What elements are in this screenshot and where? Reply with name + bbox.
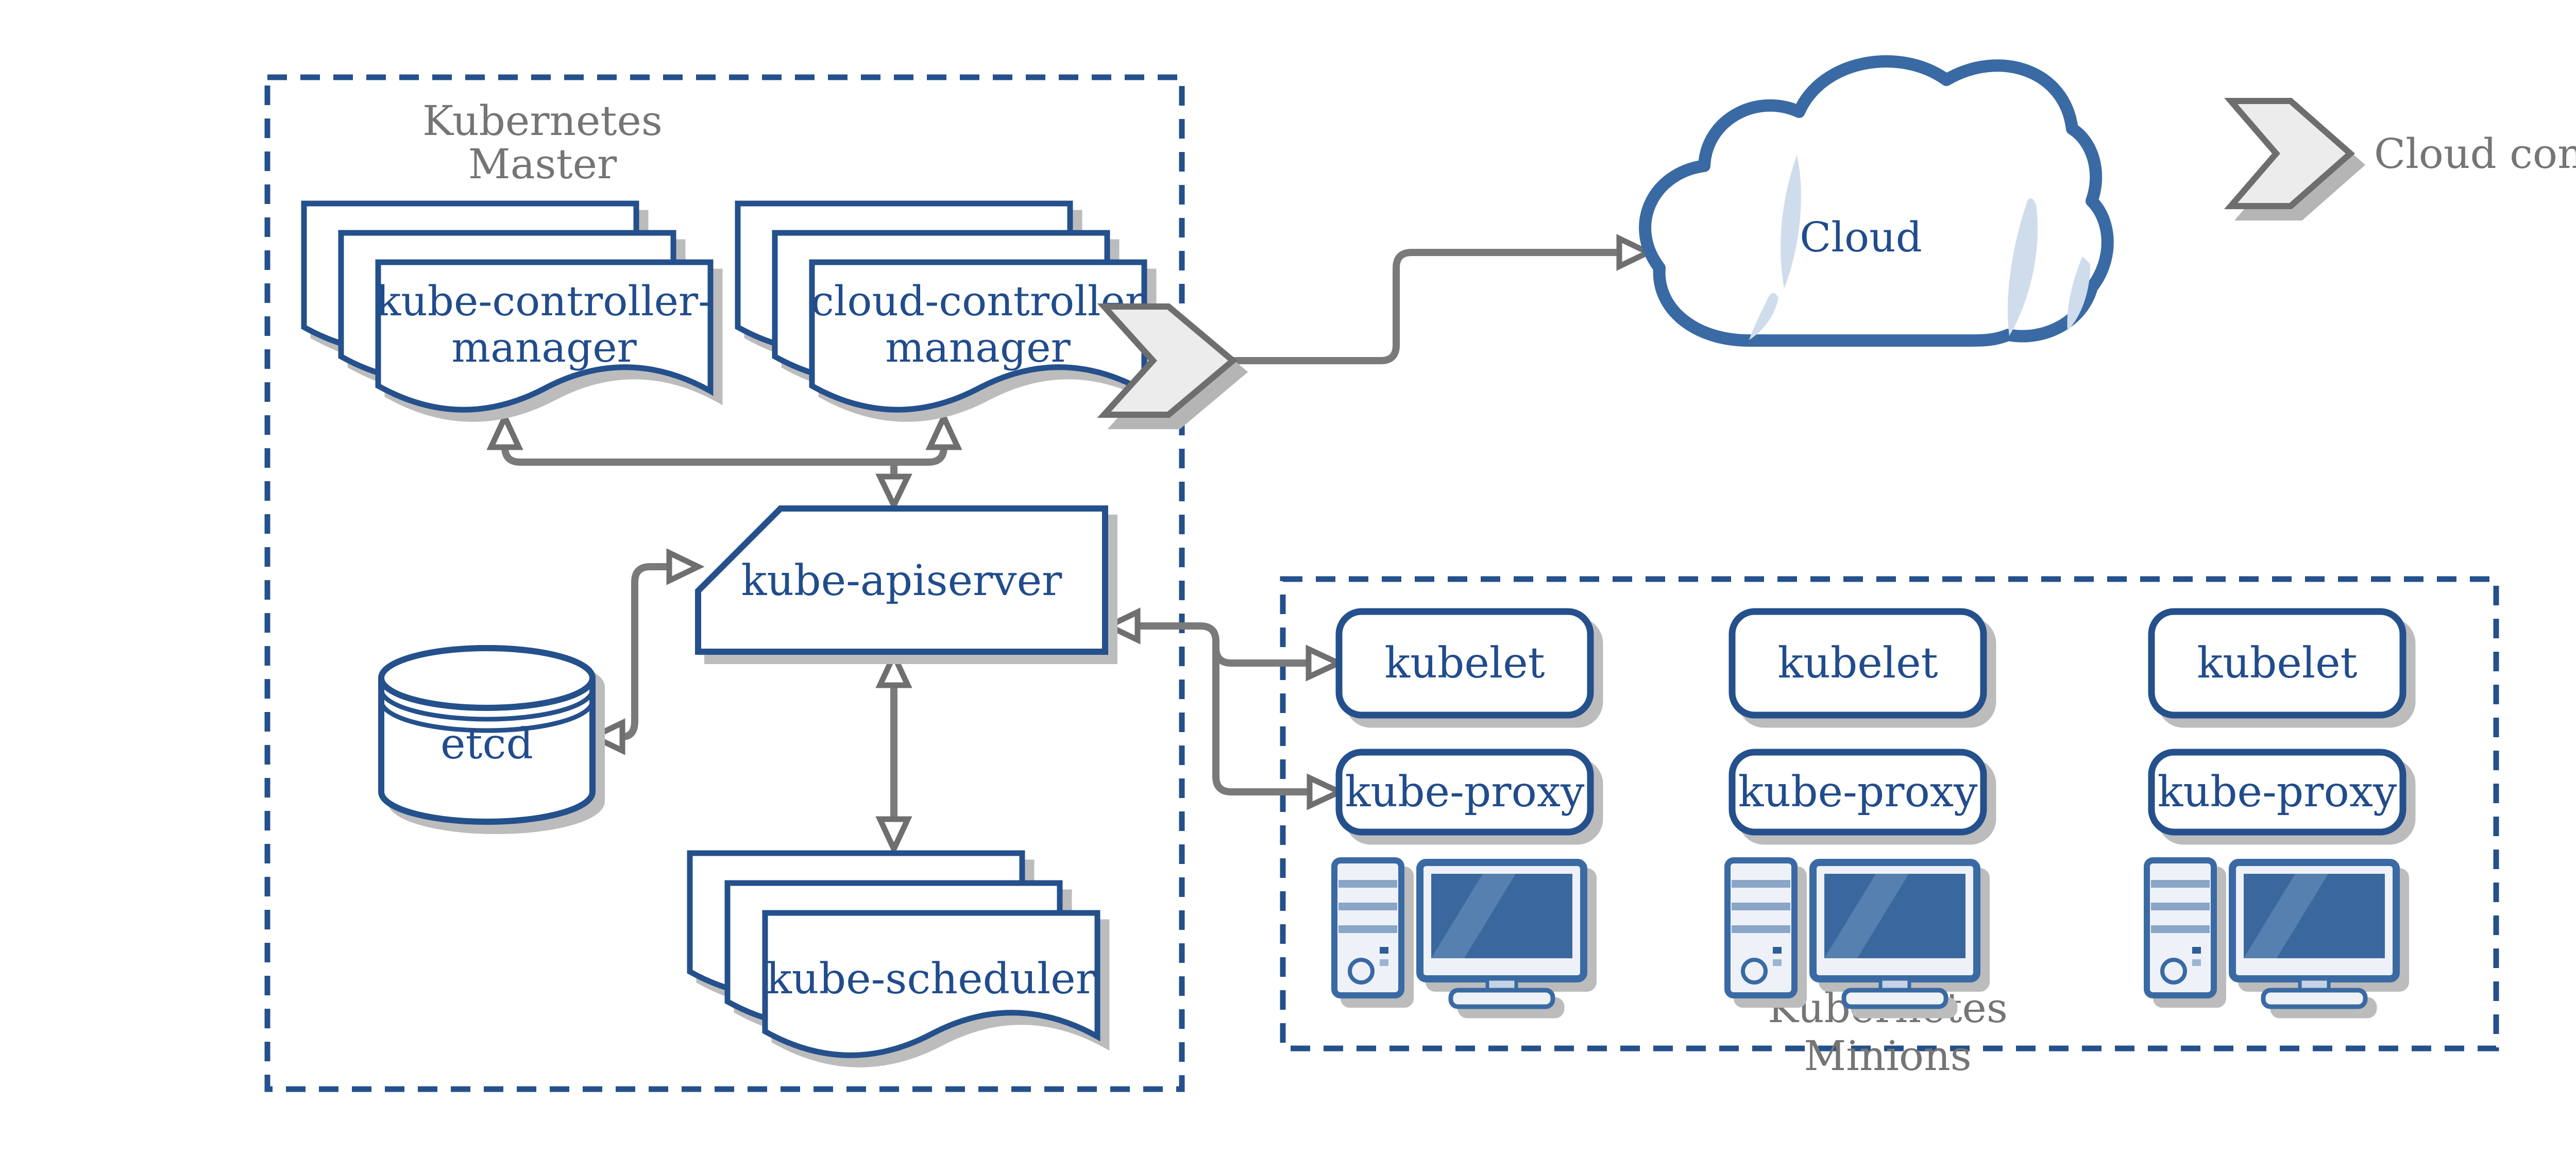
- kube-proxy-box: [1728, 749, 1987, 836]
- card-icon: [695, 505, 1108, 655]
- master-title-line2: Master: [468, 140, 617, 188]
- cloud-sliver2-icon: [1749, 293, 1778, 340]
- arrowhead-down-apiserver: [875, 473, 912, 512]
- kubelet-box: [1335, 608, 1594, 719]
- etcd-label: etcd: [440, 720, 533, 769]
- connector-lines: [501, 249, 1619, 819]
- kube-apiserver-label: kube-apiserver: [741, 556, 1062, 605]
- arrowhead-up-ccm: [925, 410, 962, 450]
- kube-controller-manager-label-line1: kube-controller-: [376, 277, 712, 325]
- arrowhead-up-kcm: [486, 410, 523, 450]
- cloud-label: Cloud: [1800, 213, 1922, 261]
- cloud-connector-line: [1233, 249, 1619, 364]
- kubelet-box: [2148, 608, 2406, 719]
- arrowhead-right-kubelet: [1306, 645, 1346, 682]
- cylinder-rim2-icon: [379, 700, 595, 733]
- kubernetes-minions-boundary: [1280, 576, 2499, 1052]
- apiserver-etcd-line: [622, 563, 668, 740]
- cloud-controller-manager-label-line2: manager: [885, 324, 1071, 371]
- minions-title-line2: Minions: [1804, 1032, 1971, 1080]
- computer-icon: [1724, 857, 1980, 1009]
- kubelet-box: [1728, 608, 1987, 719]
- arrowhead-left-etcd: [587, 718, 625, 755]
- kube-proxy-label: kube-proxy: [2158, 768, 2398, 817]
- cylinder-rim1-icon: [379, 689, 595, 722]
- computer-icon: [2144, 857, 2400, 1009]
- kube-proxy-box: [1335, 749, 1594, 836]
- arrowhead-up-apiserver-bottom: [875, 648, 912, 688]
- apiserver-kubelet-line: [1212, 647, 1309, 667]
- kube-apiserver-node: kube-apiserver: [695, 505, 1108, 655]
- kube-scheduler-label: kube-scheduler: [766, 955, 1096, 1004]
- apiserver-kubeproxy-line: [1138, 622, 1310, 795]
- minion-node-3: kubelet kube-proxy: [2144, 608, 2406, 1009]
- legend-label: Cloud connector: [2374, 130, 2576, 178]
- master-title-line1: Kubernetes: [422, 97, 663, 145]
- etcd-node: etcd: [378, 645, 596, 825]
- arrowheads: [486, 234, 1655, 856]
- arrowhead-down-scheduler: [875, 816, 912, 856]
- kubernetes-master-boundary: [264, 74, 1185, 1092]
- cloud-sliver1-icon: [1781, 155, 1801, 289]
- legend-chevron-icon: [2224, 98, 2355, 209]
- arrowhead-left-apiserver-right: [1102, 607, 1141, 645]
- cloud-icon: [1639, 55, 2114, 347]
- cloud-connector-chevron-icon: [1097, 303, 1238, 418]
- arrowhead-right-kubeproxy: [1307, 773, 1347, 810]
- kube-proxy-label: kube-proxy: [1345, 768, 1585, 817]
- arrowhead-right-apiserver: [666, 548, 705, 585]
- cloud-sliver3-icon: [2007, 198, 2038, 336]
- cylinder-top-icon: [378, 645, 596, 711]
- arrowhead-right-cloud: [1616, 234, 1655, 271]
- kube-controller-manager-label-line2: manager: [451, 324, 637, 371]
- kubelet-label: kubelet: [1384, 639, 1545, 688]
- document-front-icon: [762, 910, 1100, 1058]
- legend-cloud-connector: Cloud connector: [2224, 98, 2576, 209]
- document-front-icon: [809, 259, 1147, 413]
- minion-node-2: kubelet kube-proxy: [1724, 608, 1987, 1009]
- cloud-controller-manager-stack: cloud-controller manager: [735, 200, 1147, 413]
- kube-proxy-box: [2148, 749, 2406, 836]
- minion-node-1: kubelet kube-proxy: [1331, 608, 1594, 1009]
- kubelet-label: kubelet: [2197, 639, 2357, 688]
- fork-line: [501, 447, 947, 466]
- cloud-sliver4-icon: [2067, 257, 2091, 331]
- kube-controller-manager-stack: kube-controller- manager: [301, 200, 714, 413]
- cloud-shape: Cloud: [1639, 55, 2114, 347]
- kube-scheduler-stack: kube-scheduler: [687, 850, 1100, 1058]
- kubelet-label: kubelet: [1777, 639, 1938, 688]
- cloud-controller-manager-label-line1: cloud-controller: [811, 277, 1145, 325]
- kube-proxy-label: kube-proxy: [1738, 768, 1978, 817]
- computer-icon: [1331, 857, 1587, 1009]
- document-front-icon: [375, 259, 714, 413]
